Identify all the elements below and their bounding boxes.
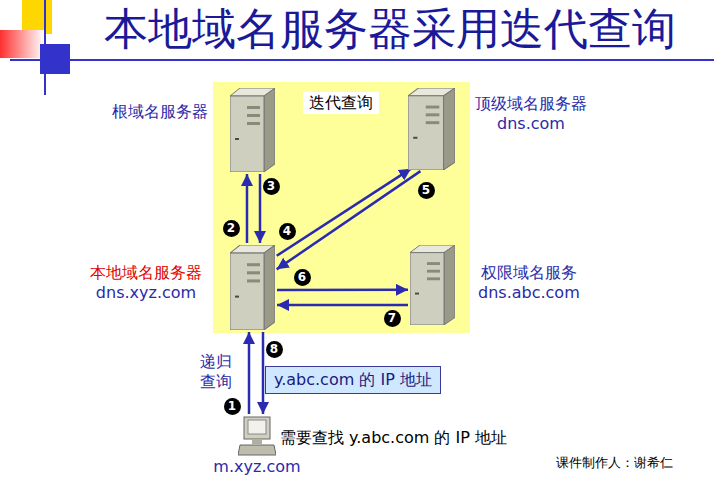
- node-text: dns.abc.com: [478, 283, 580, 303]
- panel-ground: [213, 82, 470, 333]
- drive-slot: [426, 113, 440, 116]
- node-caption: 顶级域名服务器dns.com: [475, 94, 587, 134]
- node-text: 顶级域名服务器: [475, 94, 587, 114]
- recursive-label: 递归 查询: [199, 352, 233, 392]
- client-host: 需要查找 y.abc.com 的 IP 地址m.xyz.com: [238, 416, 276, 456]
- drive-slot: [426, 121, 440, 124]
- node-text: m.xyz.com: [213, 457, 300, 477]
- server-side: [444, 245, 455, 325]
- query-arrow: [262, 332, 265, 414]
- callout-number: 6: [294, 269, 311, 286]
- server-side: [444, 88, 455, 170]
- node-text: dns.xyz.com: [90, 283, 202, 303]
- callout-number: 7: [384, 310, 401, 327]
- drive-slot: [427, 270, 440, 273]
- answer-box: y.abc.com 的 IP 地址: [265, 366, 441, 394]
- node-caption: m.xyz.com: [213, 457, 300, 477]
- drive-slot: [247, 122, 260, 125]
- drive-slot: [427, 262, 440, 265]
- node-caption: 权限域名服务dns.abc.com: [478, 263, 580, 303]
- callout-number: 8: [266, 341, 283, 358]
- server-light: [415, 293, 419, 295]
- callout-number: 4: [279, 223, 296, 240]
- drive-slot: [427, 277, 440, 280]
- drive-slot: [247, 114, 260, 117]
- local-server: 本地域名服务器dns.xyz.com: [230, 245, 275, 330]
- title: 本地域名服务器采用迭代查询: [104, 2, 676, 56]
- screen: [248, 420, 266, 434]
- drive-slot: [247, 263, 260, 266]
- tld-server: 顶级域名服务器dns.com: [408, 88, 455, 170]
- node-caption: 迭代查询: [303, 92, 379, 114]
- corner-square: [0, 30, 44, 58]
- node-text: 根域名服务器: [112, 102, 208, 122]
- query-arrow: [246, 174, 249, 243]
- server-light: [413, 137, 417, 139]
- corner-line: [44, 0, 46, 95]
- server-front: [230, 253, 264, 330]
- server-icon: [408, 88, 455, 170]
- node-text: 权限域名服务: [478, 263, 580, 283]
- server-front: [408, 96, 444, 170]
- node-text: dns.com: [475, 114, 587, 134]
- server-icon: [230, 245, 275, 330]
- root-server: 根域名服务器: [230, 88, 275, 172]
- corner-square: [22, 0, 52, 34]
- node-caption: y.abc.com 的 IP 地址: [274, 370, 432, 390]
- authoritative-server: 权限域名服务dns.abc.com: [410, 245, 455, 325]
- query-arrow: [277, 289, 408, 292]
- server-front: [410, 253, 444, 325]
- monitor: [244, 417, 270, 439]
- node-text: 本地域名服务器: [90, 263, 202, 283]
- drive-slot: [247, 106, 260, 109]
- computer-icon: [238, 416, 276, 456]
- query-arrow: [248, 332, 251, 414]
- query-arrow: [277, 171, 421, 269]
- server-front: [230, 96, 264, 172]
- node-text: 迭代查询: [309, 93, 373, 113]
- callout-number: 3: [263, 178, 280, 195]
- server-icon: [410, 245, 455, 325]
- stand: [252, 439, 262, 444]
- node-text: 需要查找 y.abc.com 的 IP 地址: [280, 428, 507, 448]
- iteration-panel: 迭代查询 根域名服务器 顶级域名服务器dns.com 本地域名服务器dns.xyz.c…: [213, 82, 470, 333]
- query-arrow: [259, 174, 262, 243]
- callout-number: 5: [418, 182, 435, 199]
- query-arrow: [277, 304, 408, 307]
- node-caption: 需要查找 y.abc.com 的 IP 地址: [280, 428, 507, 448]
- server-side: [264, 88, 275, 172]
- callout-number: 2: [223, 220, 240, 237]
- node-caption: 本地域名服务器dns.xyz.com: [90, 263, 202, 303]
- author-note: 课件制作人：谢希仁: [556, 454, 673, 471]
- server-side: [264, 245, 275, 330]
- drive-slot: [247, 279, 260, 282]
- title-rule: [10, 59, 714, 61]
- server-icon: [230, 88, 275, 172]
- server-light: [235, 296, 239, 298]
- node-text: y.abc.com 的 IP 地址: [274, 370, 432, 390]
- drive-slot: [426, 106, 440, 109]
- drive-slot: [247, 271, 260, 274]
- node-caption: 根域名服务器: [112, 102, 208, 122]
- callout-number: 1: [224, 398, 241, 415]
- server-light: [235, 138, 239, 140]
- query-arrow: [277, 169, 411, 256]
- keyboard: [238, 445, 276, 455]
